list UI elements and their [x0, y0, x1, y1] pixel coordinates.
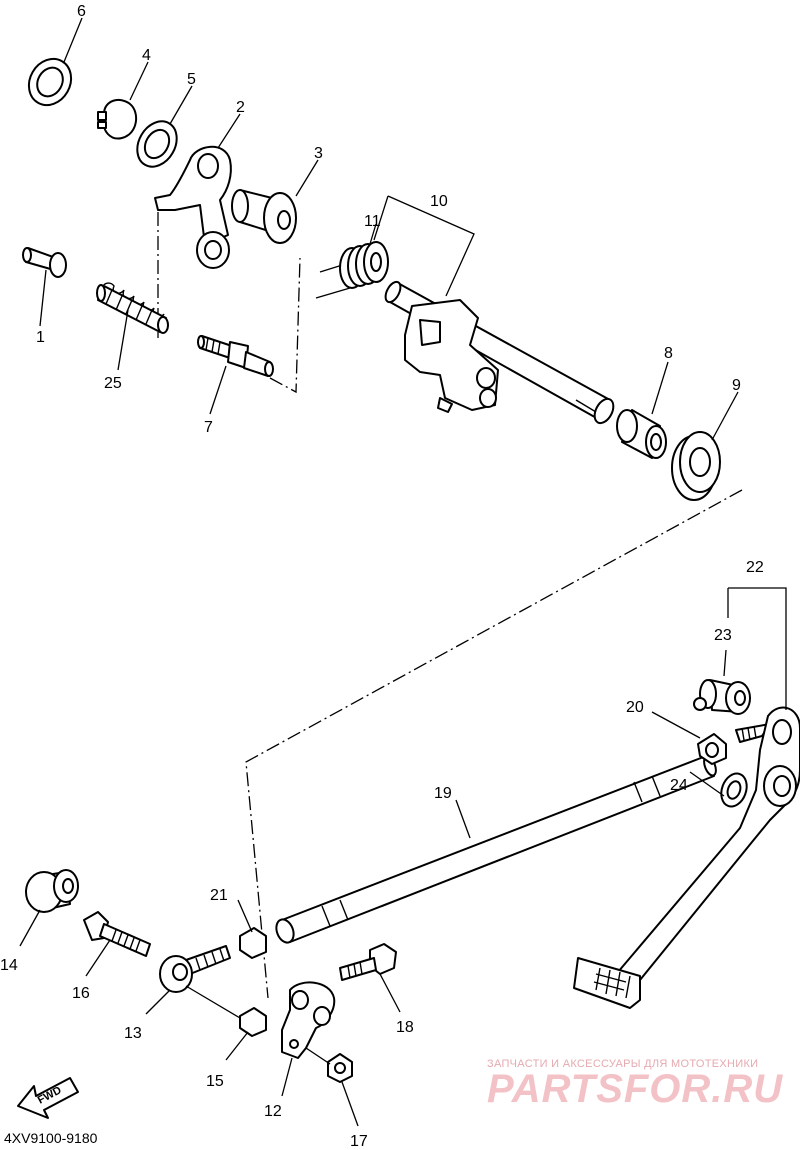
part-24-washer[interactable] — [717, 770, 751, 810]
callout-12: 12 — [264, 1103, 282, 1120]
callout-11: 11 — [364, 213, 381, 230]
callout-25: 25 — [104, 375, 122, 392]
part-14-rubber-cover[interactable] — [25, 869, 79, 913]
part-23-collar[interactable] — [693, 679, 751, 715]
callout-19: 19 — [434, 785, 452, 802]
part-10-shift-shaft[interactable] — [383, 279, 618, 426]
callout-numbers: 6 4 5 2 3 10 11 1 25 7 8 9 22 23 20 24 1… — [0, 3, 764, 1150]
callout-20: 20 — [626, 699, 644, 716]
callout-6: 6 — [77, 3, 86, 20]
callout-10: 10 — [430, 193, 448, 210]
callout-16: 16 — [72, 985, 90, 1002]
part-13-rod-end[interactable] — [159, 945, 231, 993]
part-15-nut[interactable] — [239, 1007, 267, 1037]
part-20-nut[interactable] — [697, 733, 727, 765]
part-2-stopper-lever[interactable] — [154, 145, 232, 269]
diagram-code: 4XV9100-9180 — [4, 1130, 98, 1146]
callout-22: 22 — [746, 559, 764, 576]
callout-2: 2 — [236, 99, 245, 116]
part-17-nut[interactable] — [327, 1053, 353, 1083]
part-6-washer[interactable] — [21, 51, 80, 113]
part-7-stud-bolt[interactable] — [197, 335, 274, 377]
callout-4: 4 — [142, 47, 151, 64]
callout-18: 18 — [396, 1019, 414, 1036]
callout-5: 5 — [187, 71, 196, 88]
callout-17: 17 — [350, 1133, 368, 1150]
callout-14: 14 — [0, 957, 18, 974]
part-18-bolt[interactable] — [339, 943, 397, 981]
part-4-circlip[interactable] — [97, 98, 138, 140]
part-3-collar[interactable] — [231, 189, 297, 244]
part-11-torsion-spring[interactable] — [315, 241, 389, 299]
part-21-nut[interactable] — [239, 927, 267, 959]
watermark-tagline: ЗАПЧАСТИ И АКСЕССУАРЫ ДЛЯ МОТОТЕХНИКИ — [487, 1058, 759, 1070]
callout-9: 9 — [732, 377, 741, 394]
part-1-pin[interactable] — [22, 247, 67, 278]
guide-line-bolt7 — [269, 257, 301, 394]
guide-line-shaft — [245, 489, 743, 999]
callout-3: 3 — [314, 145, 323, 162]
callout-1: 1 — [36, 329, 45, 346]
part-22-shift-pedal[interactable] — [573, 706, 800, 1009]
callout-24: 24 — [670, 777, 688, 794]
part-5-washer[interactable] — [129, 114, 184, 174]
part-9-oil-seal[interactable] — [671, 431, 721, 501]
callout-21: 21 — [210, 887, 228, 904]
callout-leaders — [19, 17, 787, 1127]
part-25-spring[interactable] — [96, 282, 169, 334]
part-19-shift-rod[interactable] — [273, 755, 718, 945]
part-8-collar[interactable] — [616, 409, 667, 459]
part-12-shift-arm[interactable] — [281, 981, 336, 1059]
part-16-bolt[interactable] — [83, 911, 151, 957]
callout-15: 15 — [206, 1073, 224, 1090]
watermark-logo: PARTSFOR.RU — [487, 1067, 784, 1111]
callout-8: 8 — [664, 345, 673, 362]
fwd-arrow-icon: FWD — [17, 1077, 79, 1119]
callout-7: 7 — [204, 419, 213, 436]
callout-13: 13 — [124, 1025, 142, 1042]
callout-23: 23 — [714, 627, 732, 644]
